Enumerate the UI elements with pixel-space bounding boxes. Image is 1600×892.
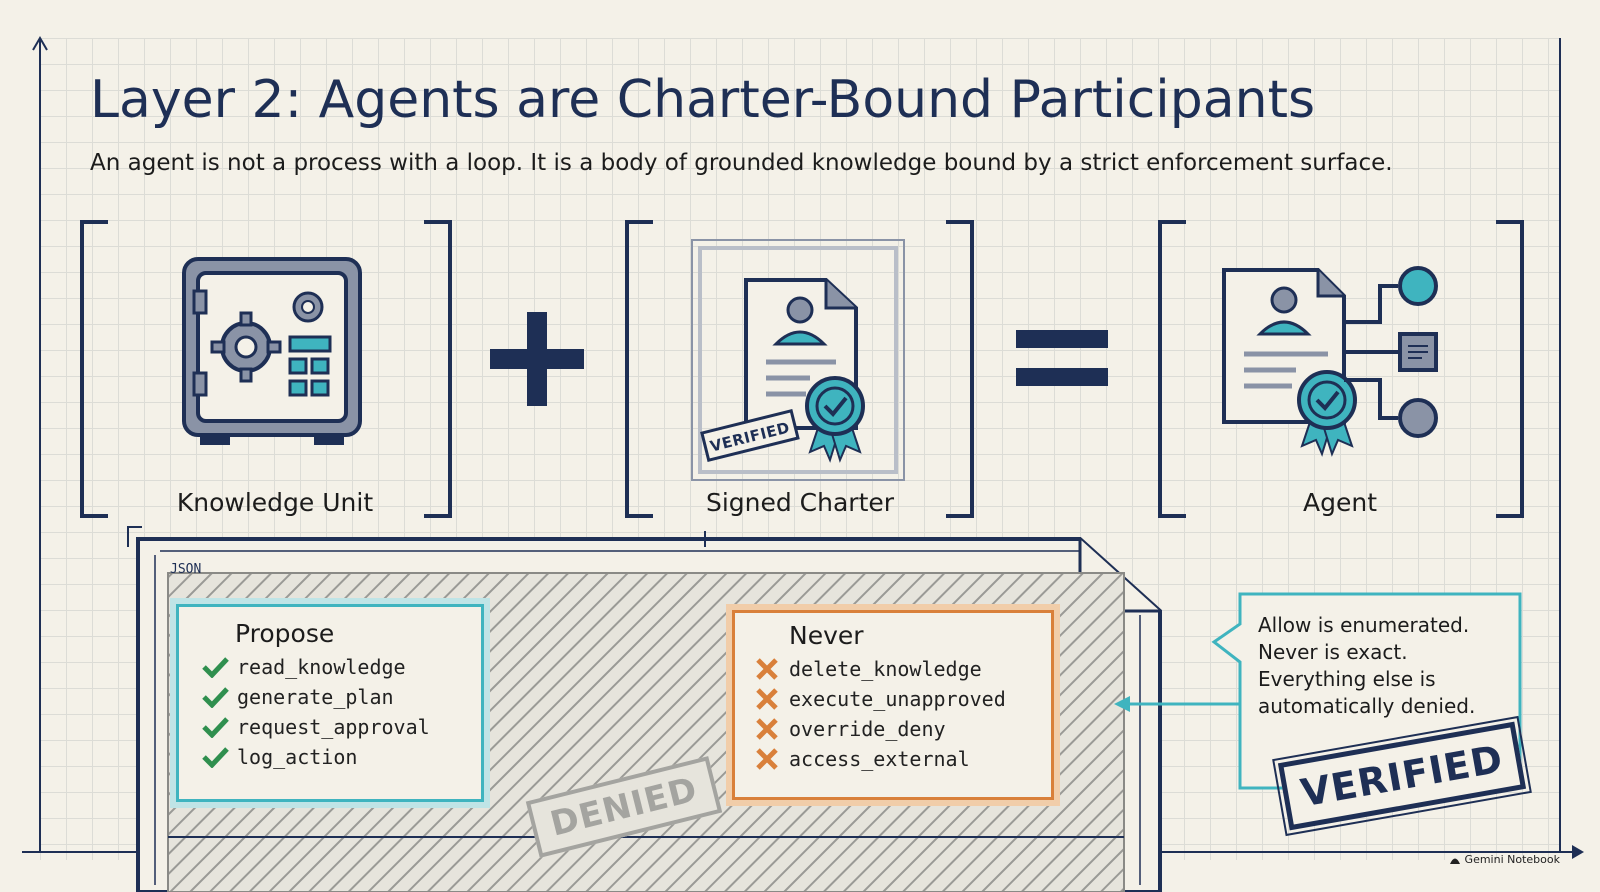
page-subtitle: An agent is not a process with a loop. I… — [90, 150, 1393, 176]
gemini-notebook-icon — [1449, 858, 1460, 864]
bracket-right — [424, 220, 452, 518]
bracket-left — [1158, 220, 1186, 518]
certificate-icon — [691, 239, 905, 481]
callout-line: Allow is enumerated. — [1258, 613, 1470, 637]
never-item: delete_knowledge — [753, 654, 1051, 684]
brand-watermark: Gemini Notebook — [1449, 853, 1560, 866]
agent-label: Agent — [1303, 488, 1377, 517]
cross-icon — [756, 718, 778, 740]
callout-text: Allow is enumerated. Never is exact. Eve… — [1258, 612, 1475, 720]
never-item: access_external — [753, 744, 1051, 774]
check-icon — [202, 657, 229, 678]
bracket-left — [80, 220, 108, 518]
propose-panel: Propose read_knowledge generate_plan req… — [176, 604, 484, 802]
cross-icon — [756, 748, 778, 770]
knowledge-unit-label: Knowledge Unit — [176, 488, 374, 517]
bracket-right — [946, 220, 974, 518]
never-panel: Never delete_knowledge execute_unapprove… — [732, 610, 1054, 800]
propose-item: read_knowledge — [201, 652, 481, 682]
signed-charter-label: Signed Charter — [705, 488, 895, 517]
never-item: override_deny — [753, 714, 1051, 744]
propose-item: request_approval — [201, 712, 481, 742]
agent-network-icon — [1222, 266, 1438, 457]
propose-title: Propose — [235, 619, 335, 648]
never-title: Never — [789, 621, 864, 650]
propose-item: log_action — [201, 742, 481, 772]
check-icon — [202, 687, 229, 708]
never-item: execute_unapproved — [753, 684, 1051, 714]
bracket-left — [625, 220, 653, 518]
equals-operator-icon — [1016, 330, 1108, 386]
check-icon — [202, 717, 229, 738]
cross-icon — [756, 658, 778, 680]
json-tag: JSON — [170, 562, 202, 577]
callout-line: Everything else is — [1258, 667, 1436, 691]
cross-icon — [756, 688, 778, 710]
plus-operator-icon — [490, 312, 584, 406]
callout-line: Never is exact. — [1258, 640, 1408, 664]
brand-label: Gemini Notebook — [1464, 853, 1560, 866]
bracket-right — [1496, 220, 1524, 518]
callout-line: automatically denied. — [1258, 694, 1476, 718]
safe-icon — [182, 257, 362, 445]
page-title: Layer 2: Agents are Charter-Bound Partic… — [90, 70, 1316, 130]
check-icon — [202, 747, 229, 768]
propose-item: generate_plan — [201, 682, 481, 712]
